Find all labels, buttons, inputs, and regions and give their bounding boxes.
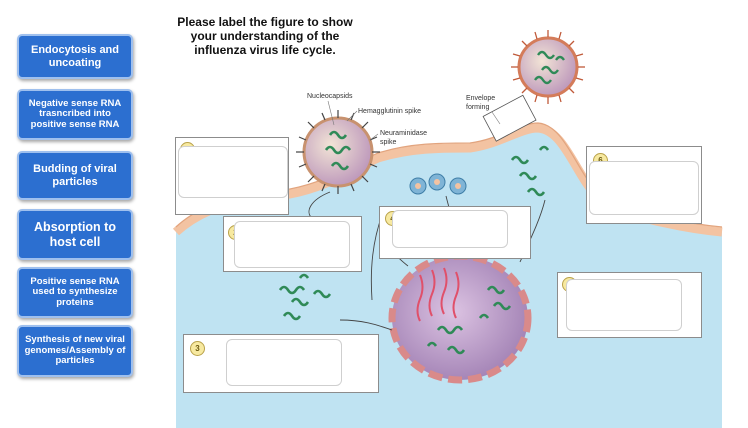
drop-zone-4[interactable]: 4 <box>379 206 531 259</box>
label-tile-text: Synthesis of new viral genomes/Assembly … <box>24 334 126 367</box>
label-forming: forming <box>466 104 489 111</box>
drop-zone-1[interactable]: 1 <box>175 137 289 215</box>
drop-zone-target[interactable] <box>589 161 699 215</box>
drop-zone-target[interactable] <box>178 146 288 198</box>
label-envelope: Envelope <box>466 95 495 102</box>
label-tile-text: Absorption to host cell <box>34 219 116 249</box>
drop-zone-target[interactable] <box>392 210 508 248</box>
drop-zone-3[interactable]: 3 <box>183 334 379 393</box>
drop-zone-6[interactable]: 6 <box>586 146 702 224</box>
label-tile-text: Negative sense RNA trasncribed into posi… <box>28 97 122 130</box>
drop-zone-number: 3 <box>190 341 205 356</box>
label-hemagglutinin: Hemagglutinin spike <box>358 108 421 115</box>
drop-zone-target[interactable] <box>566 279 682 331</box>
attaching-virion <box>296 110 380 194</box>
label-tile-positive-sense-rna[interactable]: Positive sense RNA used to synthesize pr… <box>17 267 133 318</box>
host-nucleus <box>388 252 532 384</box>
endosome-vesicles <box>409 173 467 195</box>
label-tile-text: Budding of viral particles <box>33 162 117 188</box>
drop-zone-target[interactable] <box>226 339 342 386</box>
released-virion <box>511 30 585 104</box>
envelope-label-box <box>482 94 537 142</box>
drop-zone-target[interactable] <box>234 221 350 268</box>
label-neuraminidase: Neuraminidase <box>380 130 427 137</box>
label-tile-synthesis-assembly[interactable]: Synthesis of new viral genomes/Assembly … <box>17 325 133 377</box>
label-neuraminidase-spike: spike <box>380 139 396 146</box>
instructions-title: Please label the figure to show your und… <box>177 15 353 57</box>
label-tile-budding[interactable]: Budding of viral particles <box>17 151 133 200</box>
label-tile-absorption[interactable]: Absorption to host cell <box>17 209 133 260</box>
drop-zone-2[interactable]: 2 <box>223 216 362 272</box>
label-tile-text: Endocytosis and uncoating <box>30 43 120 69</box>
label-tile-endocytosis[interactable]: Endocytosis and uncoating <box>17 34 133 79</box>
label-tile-negative-sense-rna[interactable]: Negative sense RNA trasncribed into posi… <box>17 89 133 140</box>
label-nucleocapsids: Nucleocapsids <box>307 93 353 100</box>
cytoplasmic-nucleocapsids <box>278 145 550 321</box>
label-tile-text: Positive sense RNA used to synthesize pr… <box>30 275 120 308</box>
drop-zone-5[interactable]: 5 <box>557 272 702 338</box>
